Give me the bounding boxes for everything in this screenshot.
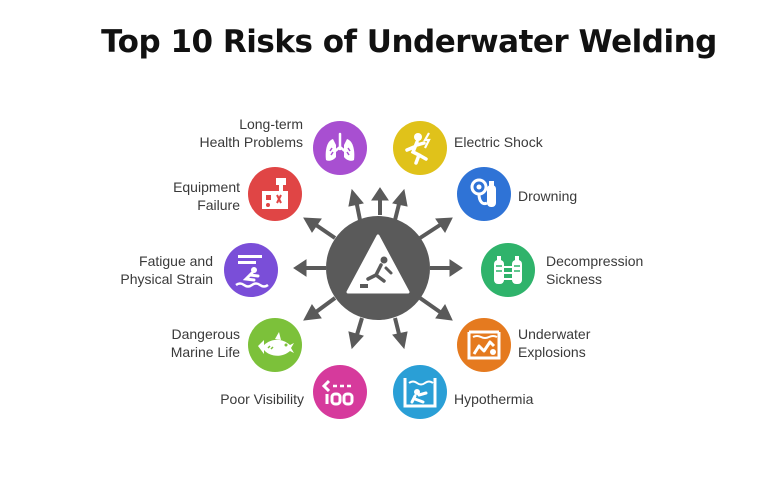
risk-label-poor-visibility: Poor Visibility [220, 391, 304, 407]
risk-label-long-term-health-problems: Long-term Health Problems [199, 116, 304, 150]
risk-label-fatigue: Fatigue and Physical Strain [120, 253, 213, 287]
arrow-w [293, 259, 326, 277]
risk-label-drowning: Drowning [518, 188, 578, 204]
arrow-w-lower [303, 296, 337, 321]
arrow-e [430, 259, 463, 277]
risk-circle-electric-shock [393, 121, 447, 175]
risk-circle-drowning [457, 167, 511, 221]
risk-label-decompression: Decompression Sickness [546, 253, 644, 287]
arrow-nw [348, 188, 364, 221]
risk-circle-decompression [481, 243, 535, 297]
risk-circle-marine-life [248, 318, 302, 372]
risk-label-explosions: Underwater Explosions [518, 326, 591, 360]
diver-tank-icon [470, 178, 496, 207]
arrow-w-upper [303, 217, 337, 240]
page-title: Top 10 Risks of Underwater Welding [101, 24, 717, 60]
risk-circle-hypothermia [393, 365, 447, 419]
explosion-icon [467, 330, 501, 360]
risk-circle-long-term-health-problems [313, 121, 367, 175]
arrow-n [371, 187, 389, 215]
hypothermia-icon [403, 378, 437, 408]
decompression-tanks-icon [494, 256, 522, 284]
risk-label-hypothermia: Hypothermia [454, 391, 534, 407]
risk-label-electric-shock: Electric Shock [454, 134, 543, 150]
arrow-se [392, 317, 408, 350]
risk-label-equipment-failure: Equipment Failure [173, 179, 240, 213]
arrow-e-upper [418, 217, 453, 240]
risk-circle-equipment-failure [248, 167, 302, 221]
warning-slip-icon [346, 234, 410, 294]
swimmer-fatigue-icon [235, 255, 269, 288]
shark-icon [258, 332, 294, 356]
arrow-e-lower [418, 296, 453, 321]
risk-circle-poor-visibility [313, 365, 367, 419]
risk-label-marine-life: Dangerous Marine Life [170, 326, 240, 360]
arrow-ne [392, 188, 408, 221]
lungs-icon [325, 132, 355, 161]
risk-circle-fatigue [224, 243, 278, 297]
equipment-failure-icon [262, 178, 288, 209]
visibility-100-icon [321, 379, 354, 406]
risk-circle-explosions [457, 318, 511, 372]
arrow-s [348, 317, 364, 350]
electric-shock-icon [405, 132, 431, 165]
hub-arrows [293, 187, 463, 350]
